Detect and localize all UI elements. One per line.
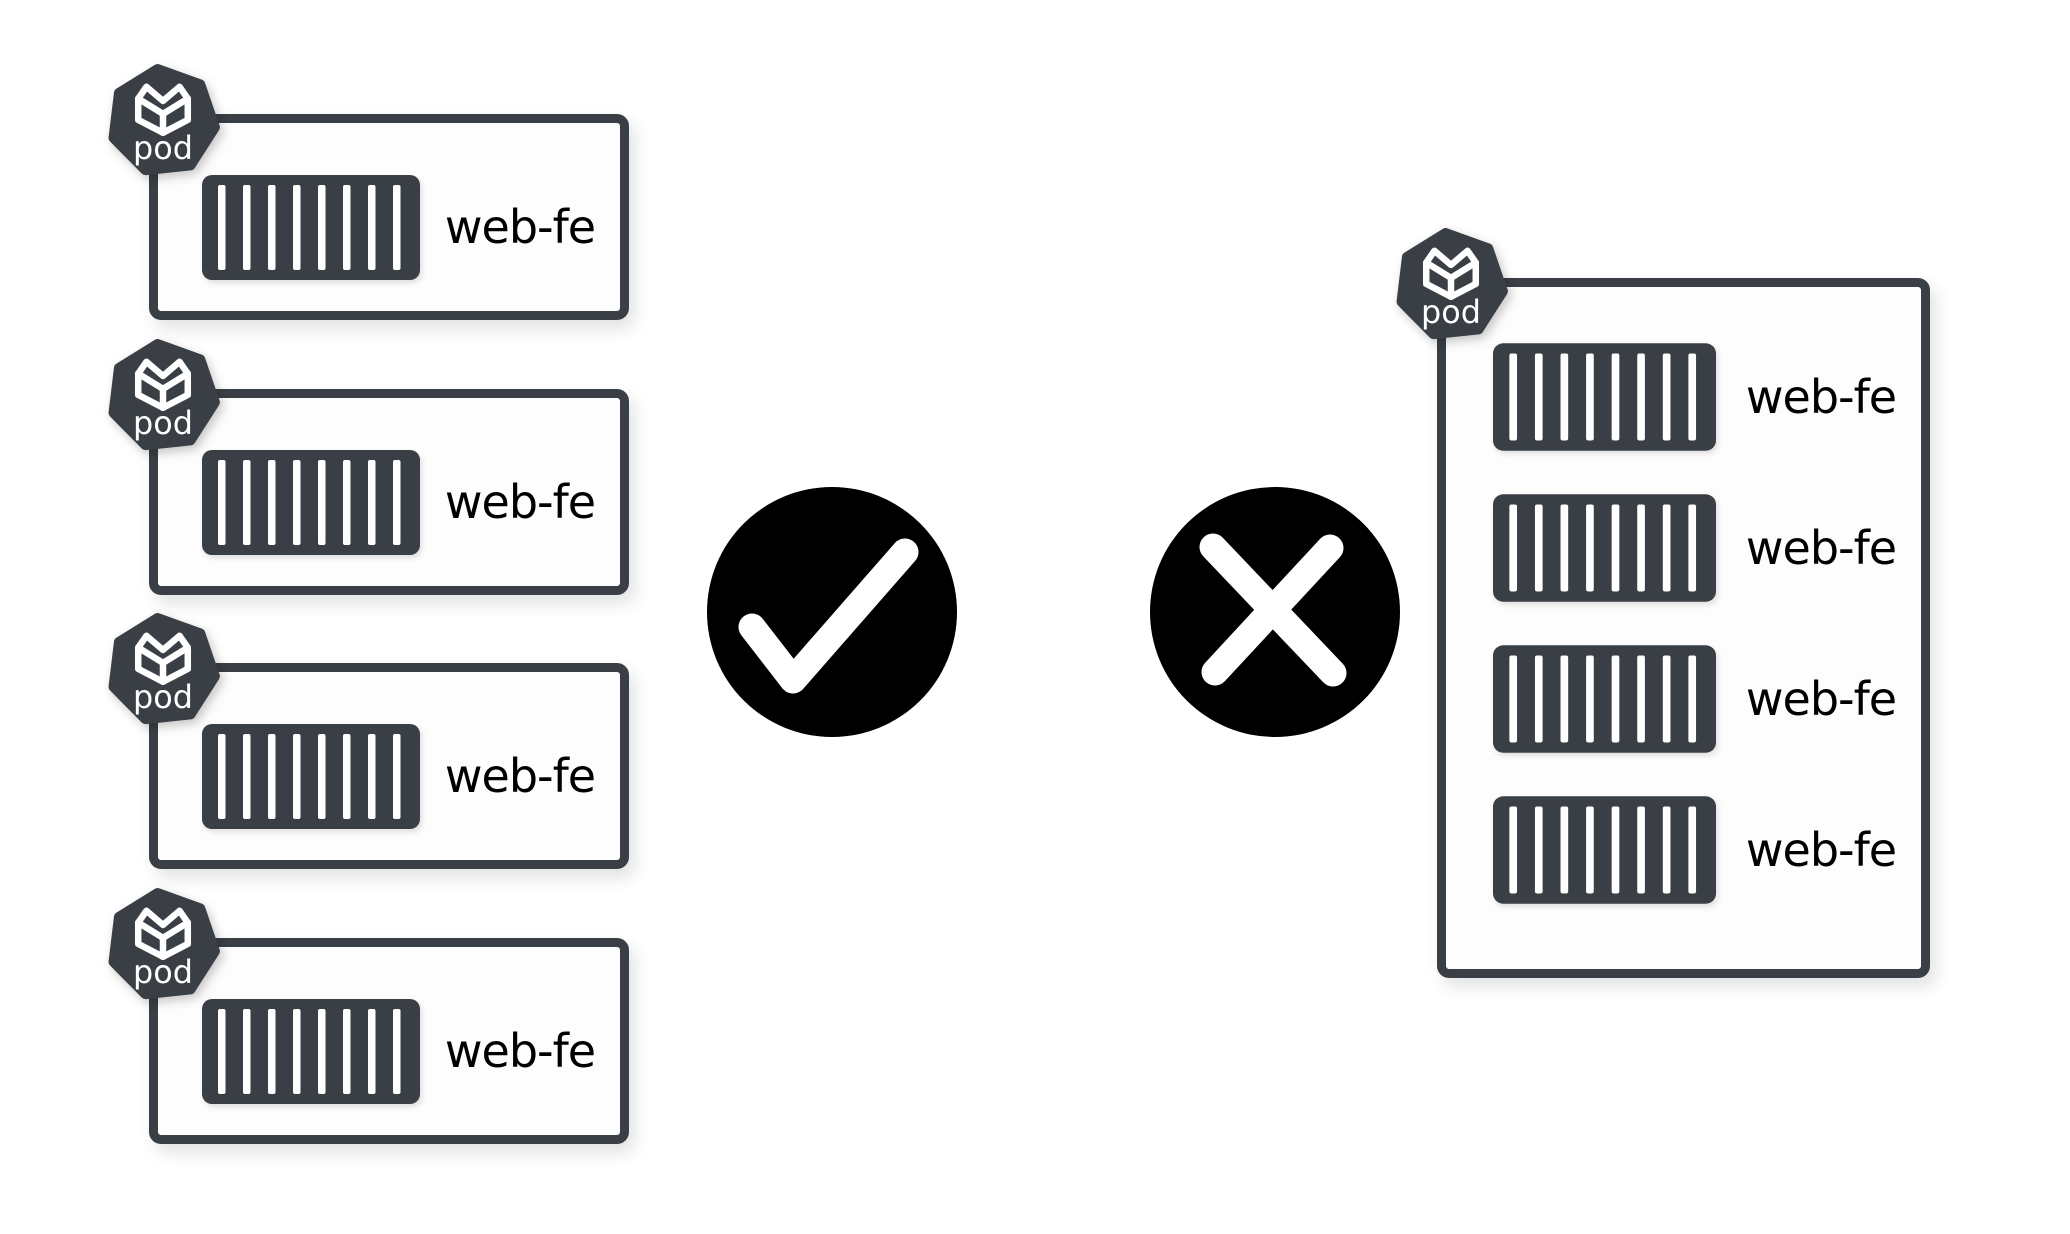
container-icon — [202, 175, 420, 280]
pod-badge-icon: pod — [108, 888, 220, 1000]
container-label: web-fe — [1745, 521, 1897, 575]
container-label: web-fe — [444, 749, 596, 803]
pod-badge-icon: pod — [108, 339, 220, 451]
cube-icon — [134, 632, 192, 686]
container-icon — [1493, 494, 1716, 602]
cube-icon — [134, 907, 192, 961]
container-label: web-fe — [444, 475, 596, 529]
container-label: web-fe — [1745, 823, 1897, 877]
cube-icon — [1422, 247, 1480, 301]
container-label: web-fe — [444, 200, 596, 254]
pod-badge-label: pod — [133, 404, 193, 442]
container-icon — [202, 724, 420, 829]
container-label: web-fe — [1745, 672, 1897, 726]
cube-icon — [134, 83, 192, 137]
pod-box-multi: web-fe web-fe web-fe — [1396, 228, 1930, 978]
pod-box-2: web-fe pod — [108, 339, 629, 595]
container-icon — [1493, 796, 1716, 904]
pod-badge-icon: pod — [1396, 228, 1508, 340]
pod-badge-label: pod — [1421, 293, 1481, 331]
pod-badge-icon: pod — [108, 613, 220, 725]
pod-badge-icon: pod — [108, 64, 220, 176]
pod-box-4: web-fe pod — [108, 888, 629, 1144]
container-label: web-fe — [444, 1024, 596, 1078]
container-icon — [1493, 343, 1716, 451]
pod-box-3: web-fe pod — [108, 613, 629, 869]
pod-badge-label: pod — [133, 678, 193, 716]
cube-icon — [134, 358, 192, 412]
container-icon — [202, 999, 420, 1104]
container-label: web-fe — [1745, 370, 1897, 424]
container-icon — [1493, 645, 1716, 753]
checkmark-icon — [707, 487, 957, 737]
pod-badge-label: pod — [133, 129, 193, 167]
cross-icon — [1150, 487, 1400, 737]
pod-box-1: web-fe pod — [108, 64, 629, 320]
container-icon — [202, 450, 420, 555]
pod-badge-label: pod — [133, 953, 193, 991]
